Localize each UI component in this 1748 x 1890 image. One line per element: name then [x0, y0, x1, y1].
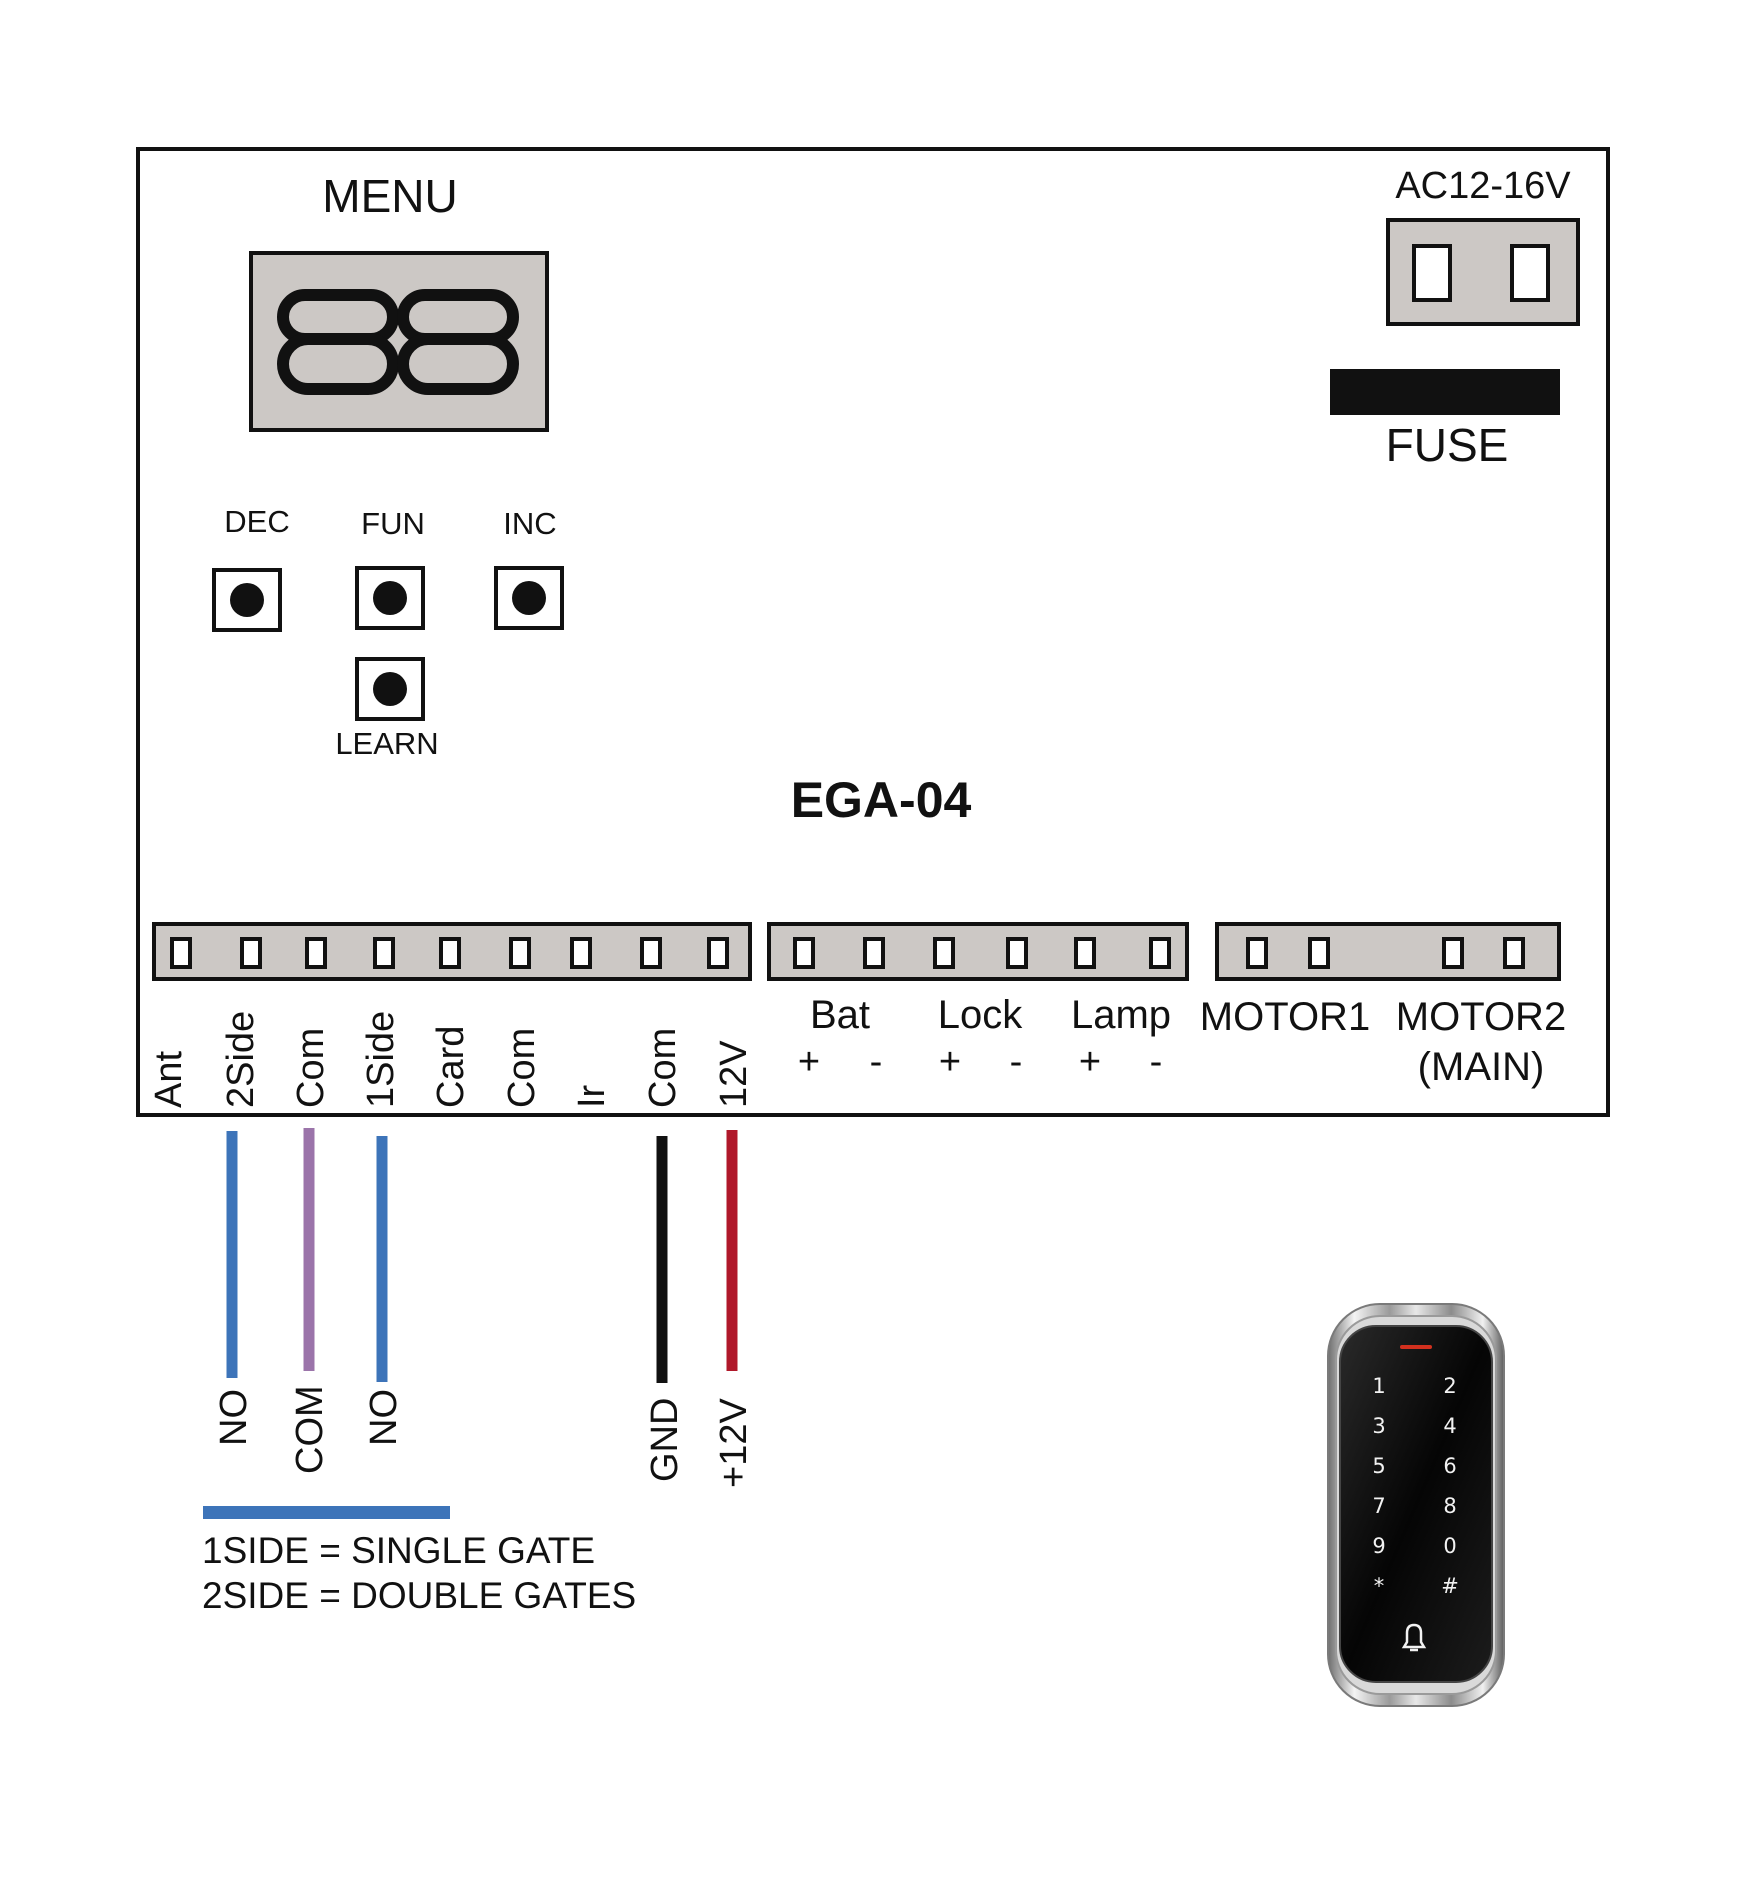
- terminal-label-12v: 12V: [713, 1040, 755, 1108]
- keypad-key-1[interactable]: 1: [1372, 1374, 1385, 1398]
- terminal-pin-left-9: [707, 937, 729, 969]
- terminal-pin-middle-2: [863, 937, 885, 969]
- wire-label-no-2: NO: [363, 1389, 405, 1446]
- keypad-key-6[interactable]: 6: [1443, 1454, 1456, 1478]
- dec-button[interactable]: [212, 568, 282, 632]
- fun-button[interactable]: [355, 566, 425, 630]
- terminal-pin-middle-3: [933, 937, 955, 969]
- terminal-pin-left-7: [570, 937, 592, 969]
- keypad-keys: 1 2 3 4 5 6 7 8 9 0 * #: [1372, 1374, 1458, 1598]
- polarity-lock-plus: +: [939, 1041, 961, 1083]
- keypad-key-7[interactable]: 7: [1372, 1494, 1385, 1518]
- terminal-pin-motor-3: [1442, 937, 1464, 969]
- power-label: AC12-16V: [1395, 165, 1571, 207]
- lamp-label: Lamp: [1071, 993, 1171, 1037]
- bell-icon[interactable]: [1401, 1623, 1427, 1652]
- keypad-key-0[interactable]: 0: [1443, 1534, 1456, 1558]
- terminal-pin-left-6: [509, 937, 531, 969]
- terminal-pin-middle-5: [1074, 937, 1096, 969]
- keypad-key-star[interactable]: *: [1374, 1574, 1385, 1598]
- keypad-key-4[interactable]: 4: [1443, 1414, 1456, 1438]
- wire-label-com: COM: [289, 1385, 331, 1474]
- terminal-label-2side: 2Side: [220, 1011, 262, 1108]
- terminal-pin-left-3: [305, 937, 327, 969]
- terminal-pins-middle: [793, 937, 1171, 969]
- display-digits: [277, 289, 519, 395]
- fun-label: FUN: [361, 506, 425, 541]
- terminal-pin-motor-2: [1308, 937, 1330, 969]
- terminal-label-ant: Ant: [148, 1051, 190, 1108]
- terminal-strip-motor: [1215, 922, 1561, 981]
- terminal-pin-middle-1: [793, 937, 815, 969]
- terminal-pins-left: [170, 937, 729, 969]
- polarity-bat-minus: -: [870, 1041, 883, 1083]
- model-name: EGA-04: [791, 772, 972, 828]
- keypad-key-2[interactable]: 2: [1443, 1374, 1456, 1398]
- polarity-lamp-minus: -: [1150, 1041, 1163, 1083]
- legend-swatch: [203, 1506, 450, 1519]
- terminal-pin-left-4: [373, 937, 395, 969]
- terminal-pin-middle-4: [1006, 937, 1028, 969]
- terminal-label-com-3: Com: [642, 1028, 684, 1108]
- polarity-lamp-plus: +: [1079, 1041, 1101, 1083]
- keypad-key-5[interactable]: 5: [1372, 1454, 1385, 1478]
- terminal-label-1side: 1Side: [360, 1011, 402, 1108]
- terminal-pin-left-2: [240, 937, 262, 969]
- inc-label: INC: [503, 506, 556, 541]
- motor1-label: MOTOR1: [1200, 995, 1370, 1039]
- terminal-label-card: Card: [430, 1026, 472, 1108]
- terminal-pin-motor-1: [1246, 937, 1268, 969]
- wire-label-no-1: NO: [213, 1389, 255, 1446]
- keypad-glass: [1339, 1325, 1493, 1683]
- status-led: [1400, 1345, 1432, 1349]
- terminal-pin-middle-6: [1149, 937, 1171, 969]
- keypad-key-9[interactable]: 9: [1372, 1534, 1385, 1558]
- fuse-label: FUSE: [1386, 419, 1509, 471]
- power-pin-1: [1412, 244, 1452, 302]
- wire-label-12v: +12V: [713, 1398, 755, 1488]
- motor2-sublabel: (MAIN): [1418, 1045, 1545, 1089]
- polarity-lock-minus: -: [1010, 1041, 1023, 1083]
- wire-label-gnd: GND: [644, 1398, 686, 1482]
- terminal-label-com-1: Com: [290, 1028, 332, 1108]
- legend-line-2: 2SIDE = DOUBLE GATES: [202, 1575, 636, 1616]
- legend-line-1: 1SIDE = SINGLE GATE: [202, 1530, 595, 1571]
- menu-label: MENU: [322, 170, 457, 222]
- terminal-pin-left-8: [640, 937, 662, 969]
- polarity-bat-plus: +: [798, 1041, 820, 1083]
- terminal-label-com-2: Com: [501, 1028, 543, 1108]
- keypad-key-8[interactable]: 8: [1443, 1494, 1456, 1518]
- dec-label: DEC: [224, 504, 289, 539]
- inc-button[interactable]: [494, 566, 564, 630]
- power-pin-2: [1510, 244, 1550, 302]
- lock-label: Lock: [938, 993, 1023, 1037]
- fuse: [1330, 369, 1560, 415]
- learn-label: LEARN: [335, 726, 438, 761]
- terminal-strip-middle: [767, 922, 1189, 981]
- terminal-pins-motor: [1246, 937, 1525, 969]
- terminal-pin-left-1: [170, 937, 192, 969]
- learn-button[interactable]: [355, 657, 425, 721]
- terminal-pin-left-5: [439, 937, 461, 969]
- terminal-pin-motor-4: [1503, 937, 1525, 969]
- keypad-key-hash[interactable]: #: [1441, 1574, 1459, 1598]
- motor2-label: MOTOR2: [1396, 995, 1566, 1039]
- keypad-device: [1327, 1303, 1505, 1707]
- keypad-key-3[interactable]: 3: [1372, 1414, 1385, 1438]
- terminal-label-ir: Ir: [571, 1084, 613, 1108]
- bat-label: Bat: [810, 993, 870, 1037]
